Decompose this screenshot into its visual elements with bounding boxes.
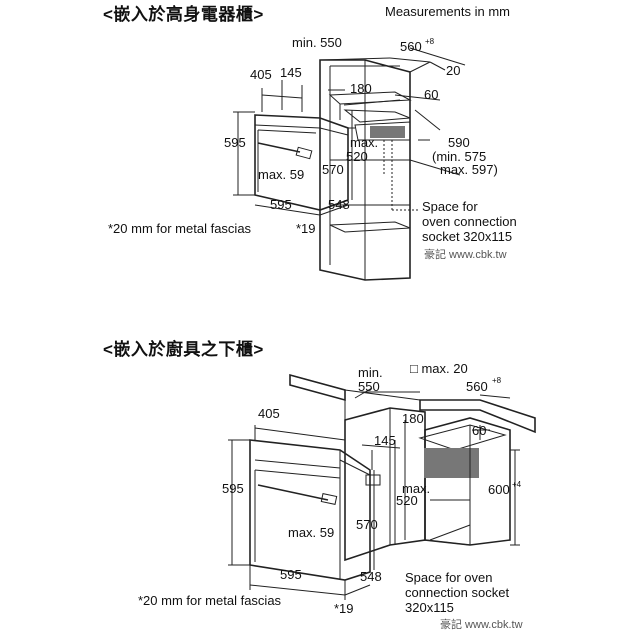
- top-dim-star19: *19: [296, 221, 316, 236]
- bottom-dim-560-tolerance: +8: [492, 376, 502, 385]
- bottom-socket-area: [424, 448, 479, 478]
- top-dim-595-width: 595: [270, 197, 292, 212]
- bottom-dim-min-label: min.: [358, 365, 383, 380]
- worktop-right: [419, 399, 536, 434]
- top-dim-548: 548: [328, 197, 350, 212]
- top-dim-60: 60: [424, 87, 439, 102]
- bottom-dim-max-label: max.: [402, 481, 431, 496]
- top-watermark: 豪記 www.cbk.tw: [424, 249, 507, 261]
- top-dim-min550: min. 550: [292, 35, 342, 50]
- bottom-watermark: 豪記 www.cbk.tw: [440, 619, 523, 631]
- top-dim-20: 20: [446, 63, 461, 78]
- bottom-dim-145: 145: [374, 433, 396, 448]
- top-dim-max59: max. 59: [258, 167, 305, 182]
- bottom-dim-600: 600: [488, 482, 510, 497]
- top-socket-area: [370, 126, 405, 138]
- bottom-dim-520: 520: [396, 493, 418, 508]
- bottom-dim-548: 548: [360, 569, 382, 584]
- bottom-socket-label-3: 320x115: [405, 600, 454, 615]
- bottom-socket-label-1: Space for oven: [405, 570, 493, 585]
- bottom-dim-180: 180: [402, 411, 424, 426]
- bottom-oven-drawing: [228, 387, 511, 600]
- top-dim-min575: (min. 575: [432, 149, 487, 164]
- bottom-dim-star19: *19: [334, 601, 354, 616]
- bottom-dim-60: 60: [472, 423, 487, 438]
- bottom-dim-595-height: 595: [222, 481, 244, 496]
- top-dim-405: 405: [250, 67, 272, 82]
- bottom-section-title: <嵌入於廚具之下櫃>: [103, 340, 264, 359]
- base-cabinet-drawing: [289, 373, 536, 562]
- top-dim-590: 590: [448, 135, 470, 150]
- top-dim-max597: max. 597): [440, 162, 498, 177]
- top-socket-label-2: oven connection: [422, 214, 517, 229]
- top-socket-label-1: Space for: [422, 199, 478, 214]
- top-socket-label-3: socket 320x115: [422, 229, 513, 244]
- top-section-title: <嵌入於高身電器櫃>: [103, 5, 264, 24]
- bottom-dim-560: 560: [466, 379, 488, 394]
- bottom-dim-max20-value: max. 20: [421, 361, 468, 376]
- bottom-dim-max59: max. 59: [288, 525, 335, 540]
- top-dim-595-height: 595: [224, 135, 246, 150]
- top-dim-180: 180: [350, 81, 372, 96]
- bottom-dim-600-tolerance: +4: [512, 480, 522, 489]
- bottom-dim-405: 405: [258, 406, 280, 421]
- tall-cabinet-drawing: [319, 57, 431, 281]
- bottom-dim-max20: □ max. 20: [410, 361, 468, 376]
- top-dim-560: 560: [400, 39, 422, 54]
- bottom-socket-label-2: connection socket: [405, 585, 510, 600]
- top-dim-max-label: max.: [350, 135, 379, 150]
- bottom-dim-570: 570: [356, 517, 378, 532]
- top-dim-560-tolerance: +8: [425, 37, 435, 46]
- top-dim-570: 570: [322, 162, 344, 177]
- top-dim-520: 520: [346, 149, 368, 164]
- bottom-dim-595-width: 595: [280, 567, 302, 582]
- top-oven-drawing: [233, 47, 466, 230]
- units-note: Measurements in mm: [385, 4, 510, 19]
- bottom-dim-550: 550: [358, 379, 380, 394]
- bottom-metal-fascia-note: *20 mm for metal fascias: [138, 593, 282, 608]
- top-dim-145: 145: [280, 65, 302, 80]
- top-metal-fascia-note: *20 mm for metal fascias: [108, 221, 252, 236]
